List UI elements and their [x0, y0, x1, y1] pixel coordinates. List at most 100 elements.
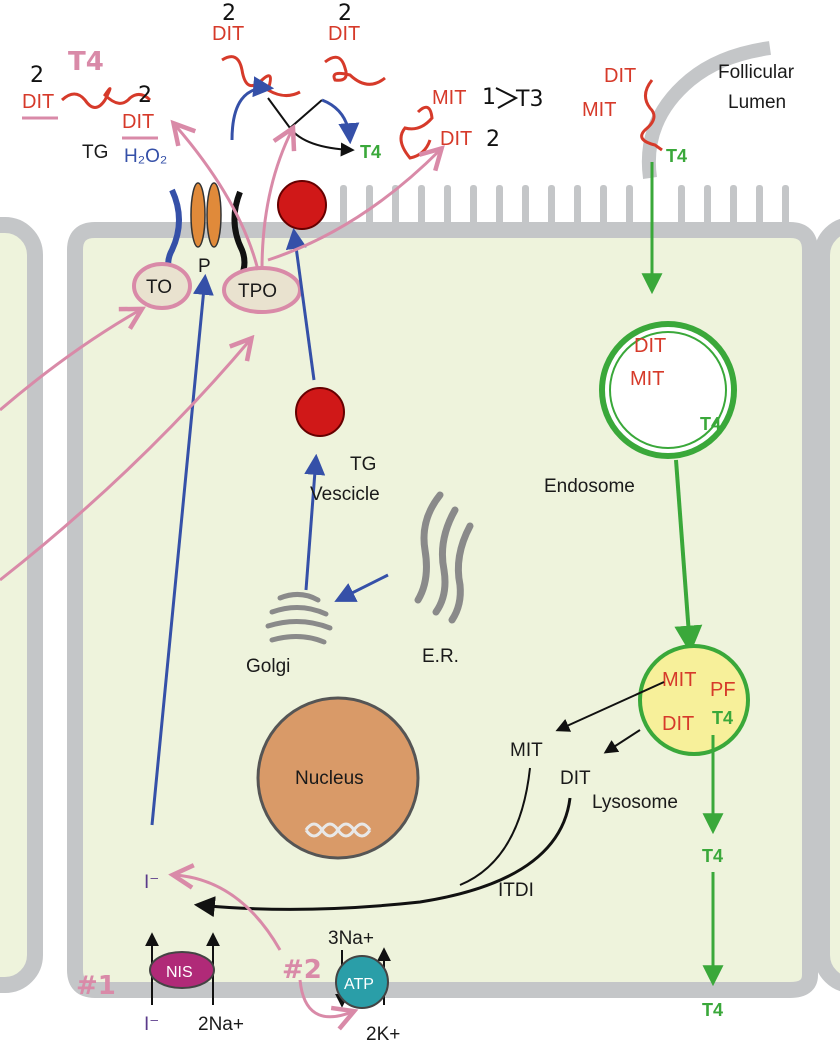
top-left-dit: DIT — [22, 91, 54, 113]
hand-label-1: #1 — [76, 971, 116, 1001]
microvillus — [626, 185, 633, 225]
pink-arrow-to-tpo — [0, 340, 250, 582]
golgi-label: Golgi — [246, 656, 290, 677]
lysosome-t4: T4 — [712, 708, 733, 728]
microvillus — [444, 185, 451, 225]
endosome-to-lysosome-arrow — [674, 459, 703, 654]
er-label: E.R. — [422, 646, 459, 667]
top-left-dit-2: DIT — [122, 111, 154, 133]
basal-3na: 3Na+ — [328, 928, 374, 949]
to-label: TO — [146, 277, 172, 298]
pink-arrow-to-iodide — [175, 875, 282, 951]
cytoplasm-dit: DIT — [560, 768, 591, 789]
microvillus — [548, 185, 555, 225]
atp-pump — [335, 955, 389, 1009]
pink-arrow-to-to — [0, 310, 140, 412]
basal-2na: 2Na+ — [198, 1014, 244, 1035]
microvillus — [704, 185, 711, 225]
lysosome-mit: MIT — [662, 669, 696, 691]
microvillus — [522, 185, 529, 225]
blue-arc-top-right — [321, 98, 360, 145]
hand-2-top-center-a: 2 — [222, 1, 236, 26]
pink-arrow-to-top-center — [260, 130, 292, 271]
microvillus — [782, 185, 789, 225]
endosome-label: Endosome — [544, 476, 635, 497]
microvillus — [600, 185, 607, 225]
to-oval — [132, 262, 192, 310]
right-neighbor-cell — [814, 218, 840, 992]
top-center-dit-b: DIT — [328, 23, 360, 45]
lysosome-to-mit-arrow — [555, 681, 665, 732]
hand-2-top-left-b: 2 — [138, 83, 152, 108]
hand-t3-top-right: T3 — [515, 87, 543, 112]
vesicle-to-membrane-arrow — [285, 227, 316, 381]
golgi-apparatus — [265, 592, 333, 645]
basal-2k: 2K+ — [366, 1024, 400, 1045]
hand-label-2: #2 — [282, 955, 322, 985]
cytoplasm-t4-a: T4 — [702, 846, 723, 866]
top-center-t4: T4 — [360, 142, 381, 162]
top-right-mit: MIT — [432, 87, 466, 109]
microvillus — [730, 185, 737, 225]
pendrin-channel-2 — [206, 182, 222, 248]
microvillus — [574, 185, 581, 225]
pink-arrow-to-2k — [298, 979, 352, 1017]
er-to-golgi-arrow — [334, 573, 389, 602]
cytoplasm-mit: MIT — [510, 740, 543, 761]
microvillus — [392, 185, 399, 225]
tg-chain-top-center-b — [324, 55, 386, 86]
endosome — [599, 321, 737, 459]
nis-transporter — [149, 951, 215, 989]
top-center-dit-a: DIT — [212, 23, 244, 45]
follicular-lumen-label-2: Lumen — [728, 92, 786, 113]
microvillus — [496, 185, 503, 225]
hand-t4-top-left: T4 — [68, 47, 104, 77]
tg-chain-lumen — [640, 79, 663, 152]
tg-chain-top-right — [399, 105, 434, 160]
top-right-dit: DIT — [440, 128, 472, 150]
microvillus — [418, 185, 425, 225]
dit-recycling-curve — [193, 797, 572, 918]
tg-chain-top-left — [60, 87, 152, 109]
hand-2-top-right: 2 — [486, 127, 500, 152]
lumen-membrane-curve — [641, 41, 772, 179]
lysosome-to-dit-arrow — [603, 729, 641, 754]
mit-recycling-curve — [459, 767, 531, 886]
nucleus-label: Nucleus — [295, 768, 364, 789]
dna-helix — [304, 822, 372, 838]
microvillus — [366, 185, 373, 225]
hand-2-top-center-b: 2 — [338, 1, 352, 26]
lumen-dit: DIT — [604, 65, 636, 87]
blue-arc-top — [230, 76, 275, 141]
itdi-label: ITDI — [498, 880, 534, 901]
nis-label: NIS — [166, 964, 193, 981]
tg-vesicle — [295, 387, 345, 437]
iodide-transport-arrow — [150, 273, 214, 826]
tg-vesicle-label-1: TG — [350, 454, 376, 475]
cytoplasm-iodide: I⁻ — [144, 872, 159, 893]
endoplasmic-reticulum — [414, 491, 474, 624]
endosome-dit: DIT — [634, 335, 666, 357]
microvillus — [756, 185, 763, 225]
endosome-mit: MIT — [630, 368, 664, 390]
tpo-label: TPO — [238, 281, 277, 302]
follicular-lumen-label-1: Follicular — [718, 62, 795, 83]
microvillus — [678, 185, 685, 225]
cytoplasm-t4-b: T4 — [702, 1000, 723, 1020]
tg-exocytosis-vesicle — [277, 180, 327, 230]
tg-label: TG — [82, 142, 108, 163]
microvillus — [340, 185, 347, 225]
lysosome-pf: PF — [710, 679, 736, 701]
tg-vesicle-label-2: Vescicle — [310, 484, 380, 505]
golgi-to-vesicle-arrow — [304, 453, 326, 591]
hand-2-top-left-a: 2 — [30, 63, 44, 88]
endosome-inner-ring — [609, 331, 727, 449]
microvilli — [340, 185, 789, 225]
pink-arrow-to-top-left — [175, 125, 260, 271]
endosome-t4: T4 — [700, 414, 721, 434]
nucleus — [256, 696, 420, 860]
lumen-t4: T4 — [666, 146, 687, 166]
h2o2-label: H₂O₂ — [124, 146, 167, 167]
p-label: P — [198, 256, 211, 277]
